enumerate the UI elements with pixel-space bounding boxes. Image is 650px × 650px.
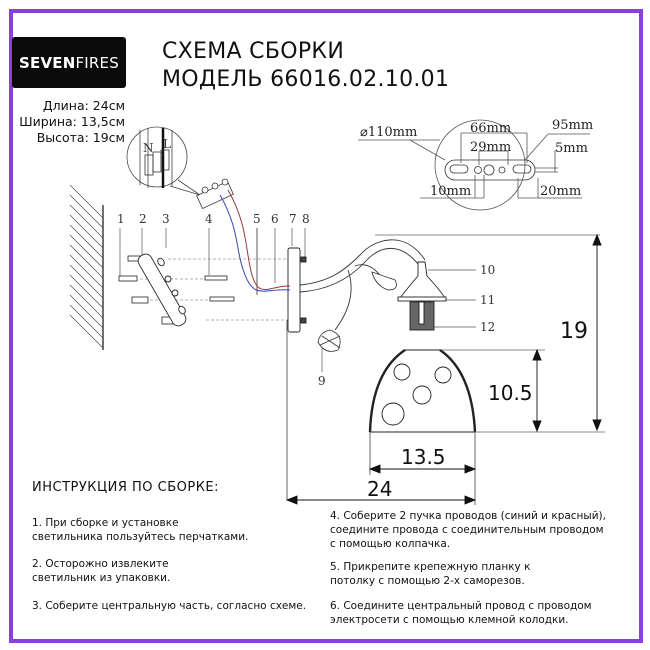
screws-anchors xyxy=(118,255,235,325)
step-4-line-1: 4. Соберите 2 пучка проводов (синий и кр… xyxy=(330,510,606,522)
step-1-line-2: светильника пользуйтесь перчатками. xyxy=(32,531,249,543)
part-number-4: 4 xyxy=(205,212,213,226)
part-number-9: 9 xyxy=(318,374,326,388)
dim-shade-height: 10.5 xyxy=(488,381,533,405)
part-number-2: 2 xyxy=(139,212,147,226)
wall-base-plate xyxy=(287,247,307,333)
part-number-3: 3 xyxy=(162,212,170,226)
wall xyxy=(69,184,104,350)
neutral-label: N xyxy=(143,141,154,155)
plate-left-offset-label: 10mm xyxy=(430,184,471,199)
part-number-12: 12 xyxy=(480,320,495,334)
part-number-7: 7 xyxy=(289,212,297,226)
part-number-6: 6 xyxy=(271,212,279,226)
mounting-bracket xyxy=(137,253,187,327)
plate-slot-width-label: 5mm xyxy=(555,141,588,156)
title-line-1: СХЕМА СБОРКИ xyxy=(162,39,345,64)
step-2-line-1: 2. Осторожно извлеките xyxy=(32,558,169,570)
step-3-line-1: 3. Соберите центральную часть, согласно … xyxy=(32,600,307,612)
dimension-width: Ширина: 13,5см xyxy=(19,114,125,129)
part-number-8: 8 xyxy=(302,212,310,226)
connector-block xyxy=(196,178,234,210)
dim-total-length: 24 xyxy=(367,477,392,501)
instruction-step-1: 1. При сборке и установке светильника по… xyxy=(32,516,248,544)
step-4-line-2: соедините провода с соединительным прово… xyxy=(330,524,604,536)
live-label: L xyxy=(163,137,171,151)
step-6-line-1: 6. Соедините центральный провод с провод… xyxy=(330,600,592,612)
dimension-lines xyxy=(285,233,605,505)
wire-red xyxy=(227,189,291,291)
plate-diameter-label: ⌀110mm xyxy=(360,125,417,140)
dimension-height: Высота: 19см xyxy=(36,130,125,145)
instruction-step-2: 2. Осторожно извлеките светильник из упа… xyxy=(32,557,170,585)
instruction-step-6: 6. Соедините центральный провод с провод… xyxy=(330,599,592,627)
dim-shade-width: 13.5 xyxy=(401,445,446,469)
plate-outer-span-label: 66mm xyxy=(470,121,511,136)
product-dimensions: Длина: 24см Ширина: 13,5см Высота: 19см xyxy=(19,98,125,146)
mounting-plate-detail xyxy=(358,119,590,211)
part-number-10: 10 xyxy=(480,263,495,277)
logo-text-light: FIRES xyxy=(75,53,119,72)
logo-text-bold: SEVEN xyxy=(19,53,76,72)
page-title: СХЕМА СБОРКИ МОДЕЛЬ 66016.02.10.01 xyxy=(162,38,449,94)
instructions-title: ИНСТРУКЦИЯ ПО СБОРКЕ: xyxy=(32,480,220,495)
step-5-line-1: 5. Прикрепите крепежную планку к xyxy=(330,561,531,573)
lamp-arm xyxy=(299,239,426,331)
instruction-step-3: 3. Соберите центральную часть, согласно … xyxy=(32,599,306,613)
leader-lines xyxy=(119,228,476,372)
part-numbers: 1 2 3 4 5 6 7 8 9 10 11 12 xyxy=(117,212,495,388)
glass-shade xyxy=(368,349,477,433)
dim-total-height: 19 xyxy=(560,319,588,344)
part-number-11: 11 xyxy=(480,293,495,307)
part-number-1: 1 xyxy=(117,212,125,226)
plate-slot-length-label: 95mm xyxy=(552,118,593,133)
page-frame xyxy=(9,9,643,643)
wire-blue xyxy=(219,194,291,292)
step-4-line-3: с помощью колпачка. xyxy=(330,538,451,550)
part-number-5: 5 xyxy=(253,212,261,226)
crystal-pendants xyxy=(317,271,397,352)
lamp-socket xyxy=(397,261,447,331)
step-6-line-2: электросети с помощью клемной колодки. xyxy=(330,614,569,626)
step-2-line-2: светильник из упаковки. xyxy=(32,572,171,584)
step-1-line-1: 1. При сборке и установке xyxy=(32,517,179,529)
plate-right-offset-label: 20mm xyxy=(540,184,581,199)
plate-inner-span-label: 29mm xyxy=(470,140,511,155)
instruction-step-5: 5. Прикрепите крепежную планку к потолку… xyxy=(330,560,530,588)
title-line-2: МОДЕЛЬ 66016.02.10.01 xyxy=(162,67,450,92)
terminal-block-detail xyxy=(126,126,201,196)
step-5-line-2: потолку с помощью 2-х саморезов. xyxy=(330,575,525,587)
dimension-length: Длина: 24см xyxy=(42,98,125,113)
instruction-step-4: 4. Соберите 2 пучка проводов (синий и кр… xyxy=(330,509,606,551)
